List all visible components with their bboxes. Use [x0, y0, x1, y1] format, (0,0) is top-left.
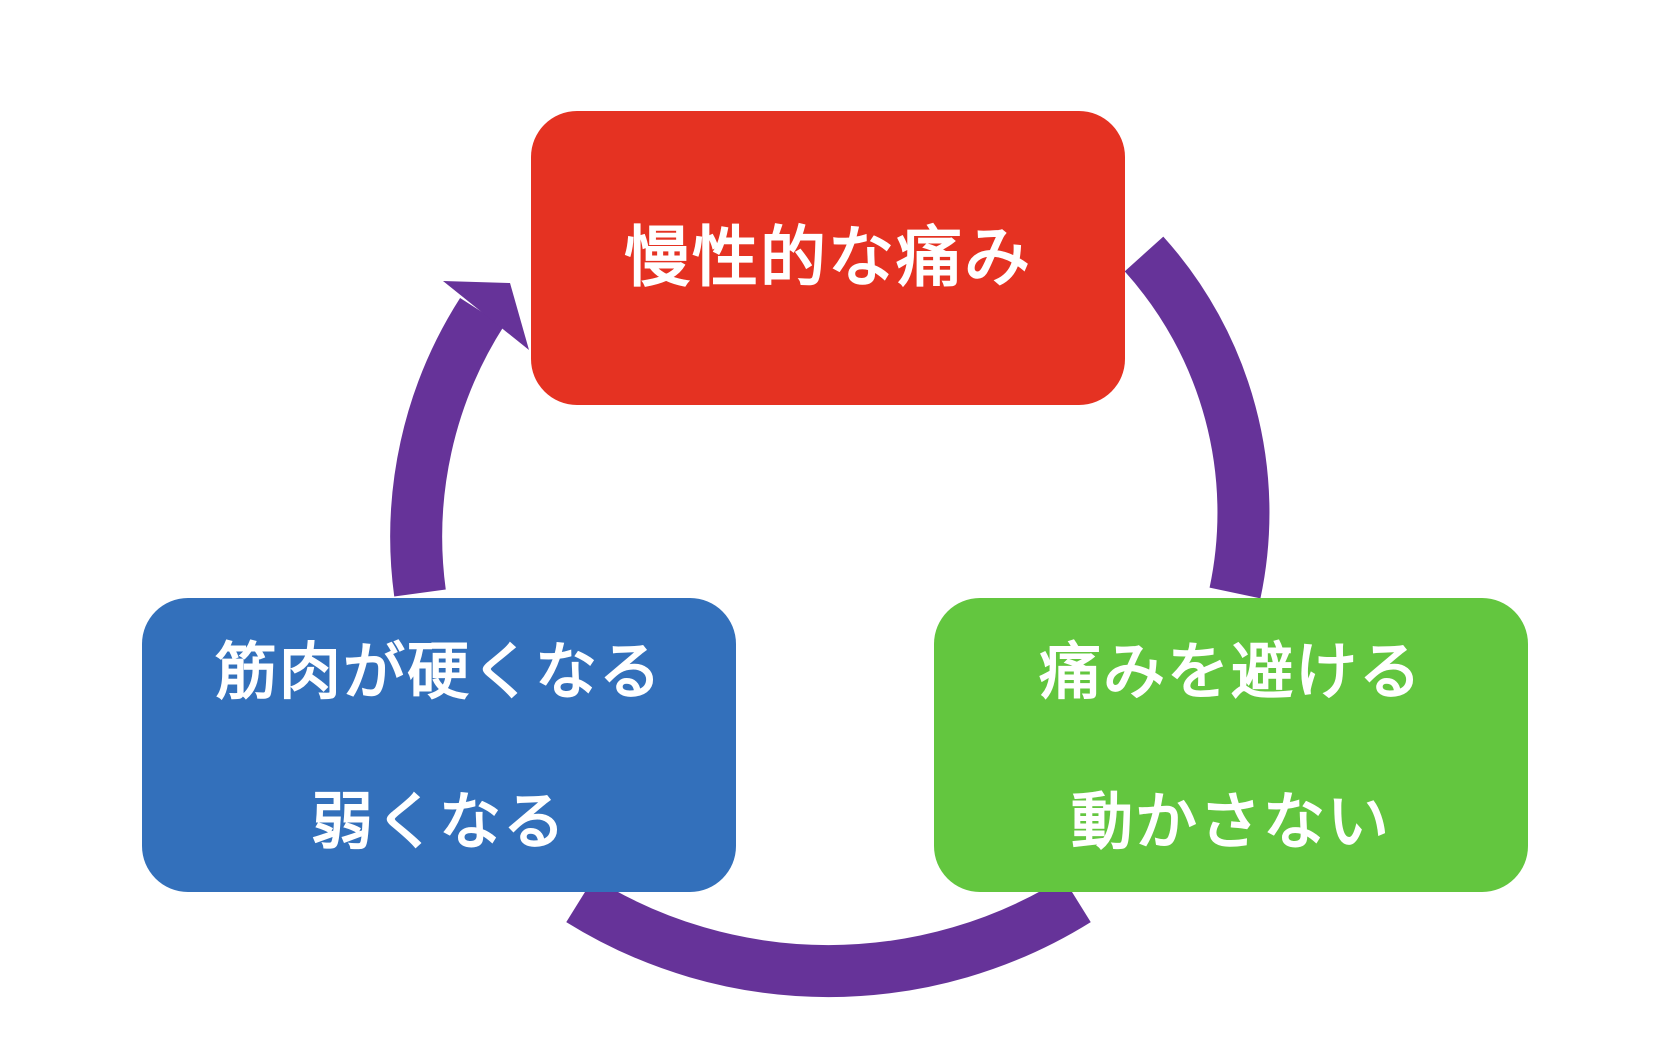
- node-chronic-pain-label: 慢性的な痛み: [624, 219, 1032, 296]
- node-muscle-stiff: 筋肉が硬くなる 弱くなる: [142, 598, 736, 892]
- cycle-arc-left: [390, 297, 505, 597]
- node-avoid-pain-label-1: 痛みを避ける: [1038, 635, 1423, 708]
- node-avoid-pain: 痛みを避ける 動かさない: [934, 598, 1528, 892]
- cycle-arrowhead-icon: [443, 281, 529, 350]
- node-chronic-pain: 慢性的な痛み: [531, 111, 1125, 405]
- node-muscle-stiff-label-2: 弱くなる: [310, 785, 567, 858]
- cycle-arc-right: [1124, 236, 1270, 599]
- cycle-arc-bottom: [566, 877, 1091, 997]
- node-muscle-stiff-label-1: 筋肉が硬くなる: [214, 635, 663, 708]
- node-avoid-pain-label-2: 動かさない: [1070, 785, 1391, 858]
